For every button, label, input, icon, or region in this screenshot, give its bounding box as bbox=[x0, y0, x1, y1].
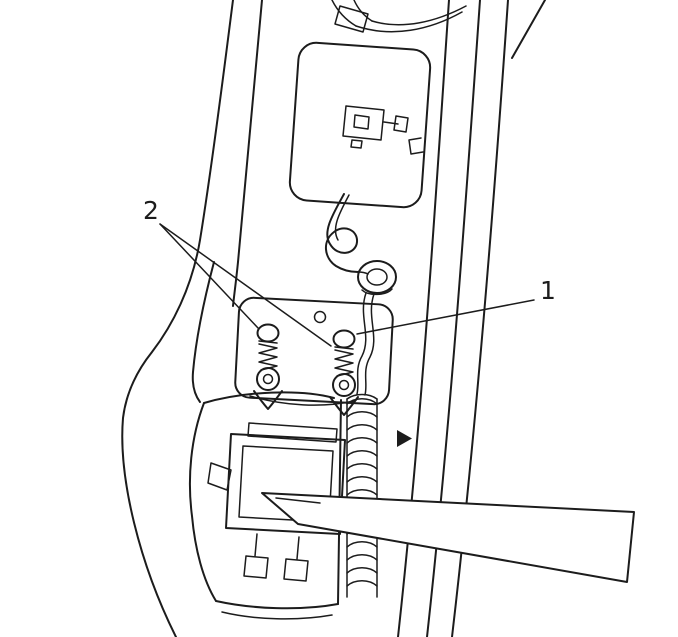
bracket-clip-left bbox=[243, 555, 269, 579]
access-panel bbox=[288, 41, 432, 209]
fastener-left-washer bbox=[256, 367, 280, 391]
corrugated-conduit bbox=[346, 393, 378, 598]
callout-1-label: 1 bbox=[540, 276, 556, 305]
access-panel-notch bbox=[408, 137, 424, 155]
housing-left-edge bbox=[188, 402, 217, 602]
pillar-left-outer-line bbox=[121, 0, 234, 637]
pillar-top-right-diagonal bbox=[511, 0, 546, 59]
fastener-left bbox=[253, 323, 283, 410]
housing-bottom-edge bbox=[215, 600, 339, 610]
access-panel-outline bbox=[288, 41, 432, 209]
top-wiring-harness bbox=[331, 0, 467, 33]
callout-2-label: 2 bbox=[143, 196, 159, 225]
wire-coil bbox=[325, 193, 369, 275]
fastener-left-head bbox=[256, 323, 280, 343]
callout-2-leader-a bbox=[159, 223, 259, 329]
pillar-left-mid-contour bbox=[191, 261, 215, 403]
fastener-panel-outline bbox=[234, 296, 394, 406]
bracket-clip-right bbox=[283, 558, 309, 582]
panel-clip bbox=[342, 105, 409, 149]
fastener-right bbox=[329, 329, 359, 416]
fastener-right-head bbox=[332, 329, 356, 349]
callouts: 2 1 bbox=[143, 196, 556, 347]
fastener-left-spring bbox=[258, 343, 278, 371]
fastener-right-washer bbox=[332, 373, 356, 397]
callout-2-leader-b bbox=[159, 223, 332, 347]
grommet-outer bbox=[357, 260, 397, 294]
top-connector bbox=[334, 5, 369, 33]
pillar-left-inner-line bbox=[232, 0, 263, 307]
fastener-panel bbox=[234, 296, 394, 406]
grommet-inner bbox=[366, 268, 388, 286]
harness-down-run bbox=[356, 292, 375, 396]
bracket-left-tab bbox=[207, 462, 232, 491]
callout-1-leader bbox=[356, 299, 535, 335]
seat-belt-webbing bbox=[261, 492, 635, 583]
housing-top-edge bbox=[203, 391, 335, 404]
direction-marker bbox=[397, 430, 412, 447]
panel-hole bbox=[313, 310, 327, 324]
webbing-band bbox=[261, 492, 635, 583]
down-arrow-right bbox=[329, 396, 359, 416]
down-arrow-left bbox=[253, 390, 283, 410]
bracket-outer-frame bbox=[225, 433, 346, 535]
fastener-right-spring bbox=[334, 349, 354, 377]
grommet bbox=[357, 260, 397, 296]
webbing-crease bbox=[275, 497, 321, 504]
